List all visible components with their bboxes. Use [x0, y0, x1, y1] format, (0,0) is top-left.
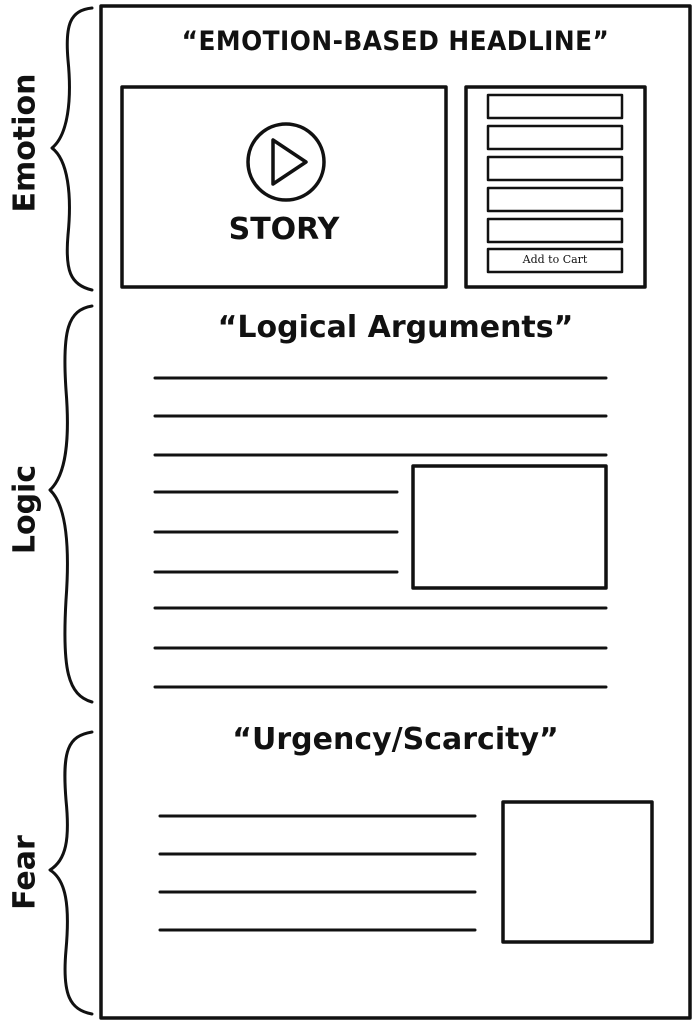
fear-side-label: Fear	[7, 835, 43, 910]
story-label: STORY	[228, 212, 340, 247]
logic-side-label: Logic	[7, 464, 43, 555]
story-video-box	[120, 85, 448, 289]
form-field	[486, 186, 624, 213]
add-to-cart-button[interactable]: Add to Cart	[522, 253, 588, 266]
form-field	[486, 93, 624, 120]
page-frame	[99, 4, 692, 1020]
play-icon	[246, 122, 326, 202]
fear-headline: “Urgency/Scarcity”	[232, 722, 559, 757]
form-field	[486, 217, 624, 244]
add-to-cart-button-outline	[486, 247, 624, 274]
fear-brace	[48, 730, 94, 1016]
order-form-box	[464, 85, 647, 289]
logic-text-lines	[153, 376, 608, 689]
logic-brace	[48, 304, 94, 704]
fear-image-box	[501, 800, 654, 944]
fear-text-lines	[158, 814, 477, 932]
form-field	[486, 124, 624, 151]
form-field	[486, 155, 624, 182]
emotion-brace	[50, 6, 94, 292]
logic-headline: “Logical Arguments”	[217, 310, 574, 345]
emotion-side-label: Emotion	[7, 73, 43, 213]
emotion-headline: “EMOTION-BASED HEADLINE”	[181, 26, 610, 57]
logic-image-box	[411, 464, 608, 590]
